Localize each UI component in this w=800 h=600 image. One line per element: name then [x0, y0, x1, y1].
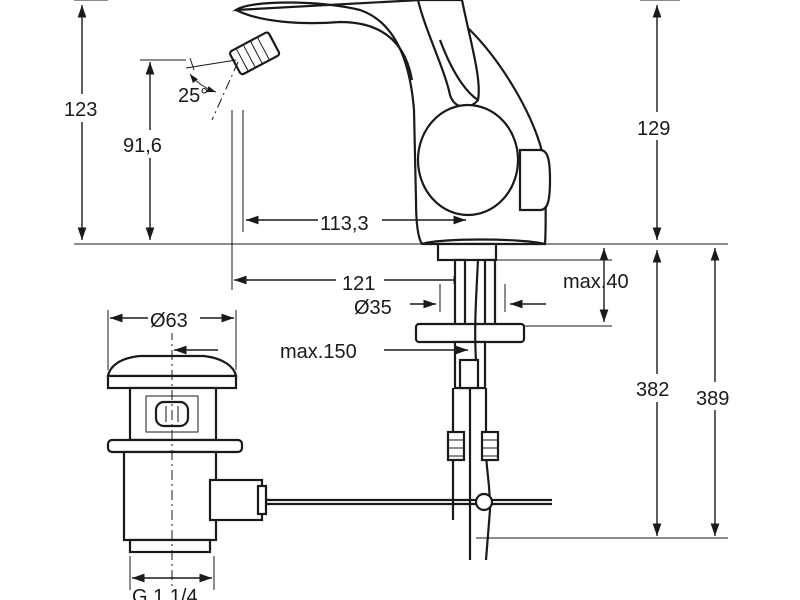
dim-hole-diameter: Ø35: [354, 297, 392, 319]
dim-reach-total: 121: [342, 273, 375, 295]
dim-drain-diameter: Ø63: [150, 310, 188, 332]
mounting-assembly: [414, 242, 526, 561]
dim-hose-length: 382: [636, 379, 669, 401]
pop-up-waste-drain: [106, 354, 552, 554]
dim-max-rod-length: max.150: [280, 341, 357, 363]
dim-faucet-height: 129: [637, 118, 670, 140]
dim-spout-height-outlet: 91,6: [123, 135, 162, 157]
spray-nozzle: [229, 31, 281, 76]
spray-angle-arc: [189, 73, 217, 93]
dim-drain-thread: G 1 1/4: [132, 586, 198, 600]
dim-spout-height-total: 123: [64, 99, 97, 121]
faucet-body: [232, 0, 552, 246]
spray-angle-label: 25°: [178, 85, 208, 107]
dim-spout-reach: 113,3: [320, 213, 369, 235]
dim-overall-height: 389: [696, 388, 729, 410]
dim-max-deck-thickness: max.40: [563, 271, 629, 293]
